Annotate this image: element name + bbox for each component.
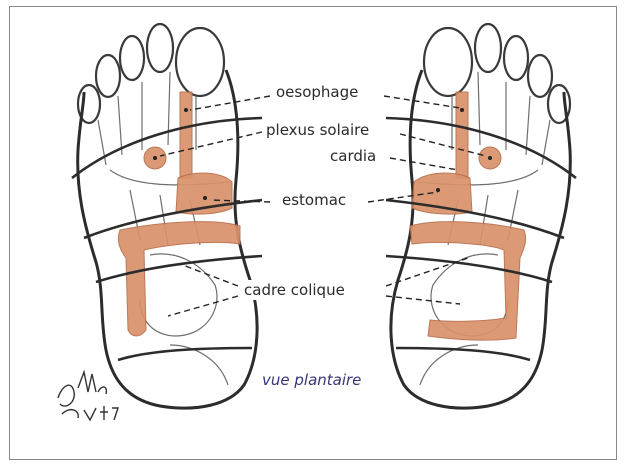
right-oesophage-zone	[456, 92, 468, 178]
right-heel-line	[396, 348, 530, 360]
left-plexus-dot	[153, 156, 157, 160]
oesophage-pointer-left	[190, 96, 270, 110]
right-toe-2	[475, 24, 501, 72]
left-estomac-dot	[203, 196, 207, 200]
label-estomac: estomac	[282, 191, 346, 209]
colique-pointer-left-1	[180, 264, 238, 286]
plexus-pointer-left	[160, 132, 262, 156]
left-big-toe	[176, 28, 224, 96]
label-cadre-colique: cadre colique	[244, 281, 345, 299]
label-cardia: cardia	[330, 147, 376, 165]
colique-pointer-left-2	[168, 296, 238, 316]
left-diaphragm-line	[72, 118, 262, 178]
plexus-pointer-right	[400, 134, 486, 156]
left-toe-3	[120, 36, 144, 80]
right-toe-3	[504, 36, 528, 80]
cardia-pointer	[390, 158, 458, 170]
left-colon-zone	[118, 222, 240, 336]
left-foot	[72, 24, 262, 408]
label-plexus-solaire: plexus solaire	[266, 121, 369, 139]
left-foot-toes	[78, 24, 224, 123]
right-big-toe	[424, 28, 472, 96]
right-plexus-dot	[488, 156, 492, 160]
oesophage-pointer-right	[384, 96, 460, 108]
left-toe-2	[147, 24, 173, 72]
left-oesophage-zone	[180, 92, 192, 178]
right-estomac-dot	[436, 188, 440, 192]
right-foot	[386, 24, 576, 408]
left-heel-line	[118, 348, 252, 360]
right-oesophage-dot	[460, 108, 464, 112]
right-diaphragm-line	[386, 118, 576, 178]
right-pelvic-line	[386, 256, 552, 282]
right-colon-zone	[410, 222, 526, 341]
colique-pointer-right-2	[386, 296, 460, 304]
artist-signature	[58, 372, 118, 420]
colique-pointer-right-1	[386, 258, 468, 286]
left-oesophage-dot	[184, 108, 188, 112]
right-toe-4	[528, 55, 552, 97]
caption-vue-plantaire: vue plantaire	[262, 371, 361, 389]
label-oesophage: oesophage	[276, 83, 358, 101]
left-pelvic-line	[96, 256, 262, 282]
left-toe-4	[96, 55, 120, 97]
right-foot-toes	[424, 24, 570, 123]
